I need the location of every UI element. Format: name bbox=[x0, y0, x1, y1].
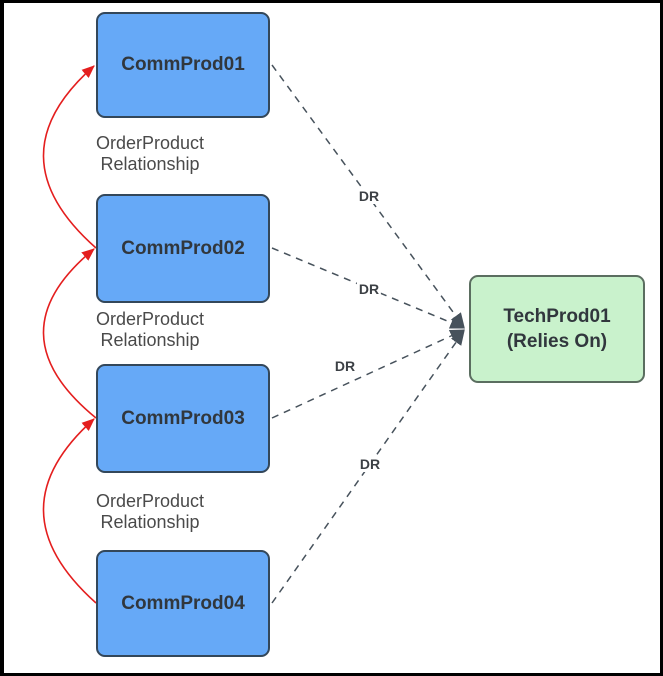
orderproduct-label-line1: OrderProduct bbox=[95, 491, 205, 511]
orderproduct-label-line2: Relationship bbox=[100, 154, 200, 174]
dr-label-3: DR bbox=[332, 358, 358, 374]
node-techprod01-label-line2: (Relies On) bbox=[506, 331, 608, 352]
edge-dependency-commprod04-to-techprod01 bbox=[271, 329, 465, 604]
orderproduct-label-line2: Relationship bbox=[100, 330, 200, 350]
edge-dependency-commprod03-to-techprod01 bbox=[271, 329, 466, 419]
node-commprod01: CommProd01 bbox=[96, 12, 270, 118]
node-techprod01-label: TechProd01 (Relies On) bbox=[503, 304, 610, 354]
orderproduct-relationship-label-3: OrderProduct Relationship bbox=[82, 491, 218, 533]
node-commprod02-label: CommProd02 bbox=[121, 237, 245, 259]
node-commprod03: CommProd03 bbox=[96, 364, 270, 473]
node-techprod01: TechProd01 (Relies On) bbox=[469, 275, 645, 383]
dr-label-4: DR bbox=[357, 456, 383, 472]
edge-orderproduct-commprod04-to-commprod03 bbox=[42, 418, 97, 604]
node-techprod01-label-line1: TechProd01 bbox=[503, 306, 611, 327]
node-commprod02: CommProd02 bbox=[96, 194, 270, 303]
orderproduct-label-line1: OrderProduct bbox=[95, 309, 205, 329]
node-commprod03-label: CommProd03 bbox=[121, 407, 245, 429]
orderproduct-label-line1: OrderProduct bbox=[95, 133, 205, 153]
edge-orderproduct-commprod02-to-commprod01 bbox=[42, 65, 97, 249]
dr-label-2: DR bbox=[356, 281, 382, 297]
orderproduct-label-line2: Relationship bbox=[100, 512, 200, 532]
node-commprod04-label: CommProd04 bbox=[121, 592, 245, 614]
node-commprod01-label: CommProd01 bbox=[121, 54, 245, 75]
node-commprod04: CommProd04 bbox=[96, 550, 270, 657]
orderproduct-relationship-label-2: OrderProduct Relationship bbox=[82, 309, 218, 351]
orderproduct-relationship-label-1: OrderProduct Relationship bbox=[82, 133, 218, 175]
edge-orderproduct-commprod03-to-commprod02 bbox=[42, 248, 97, 419]
dr-label-1: DR bbox=[356, 188, 382, 204]
